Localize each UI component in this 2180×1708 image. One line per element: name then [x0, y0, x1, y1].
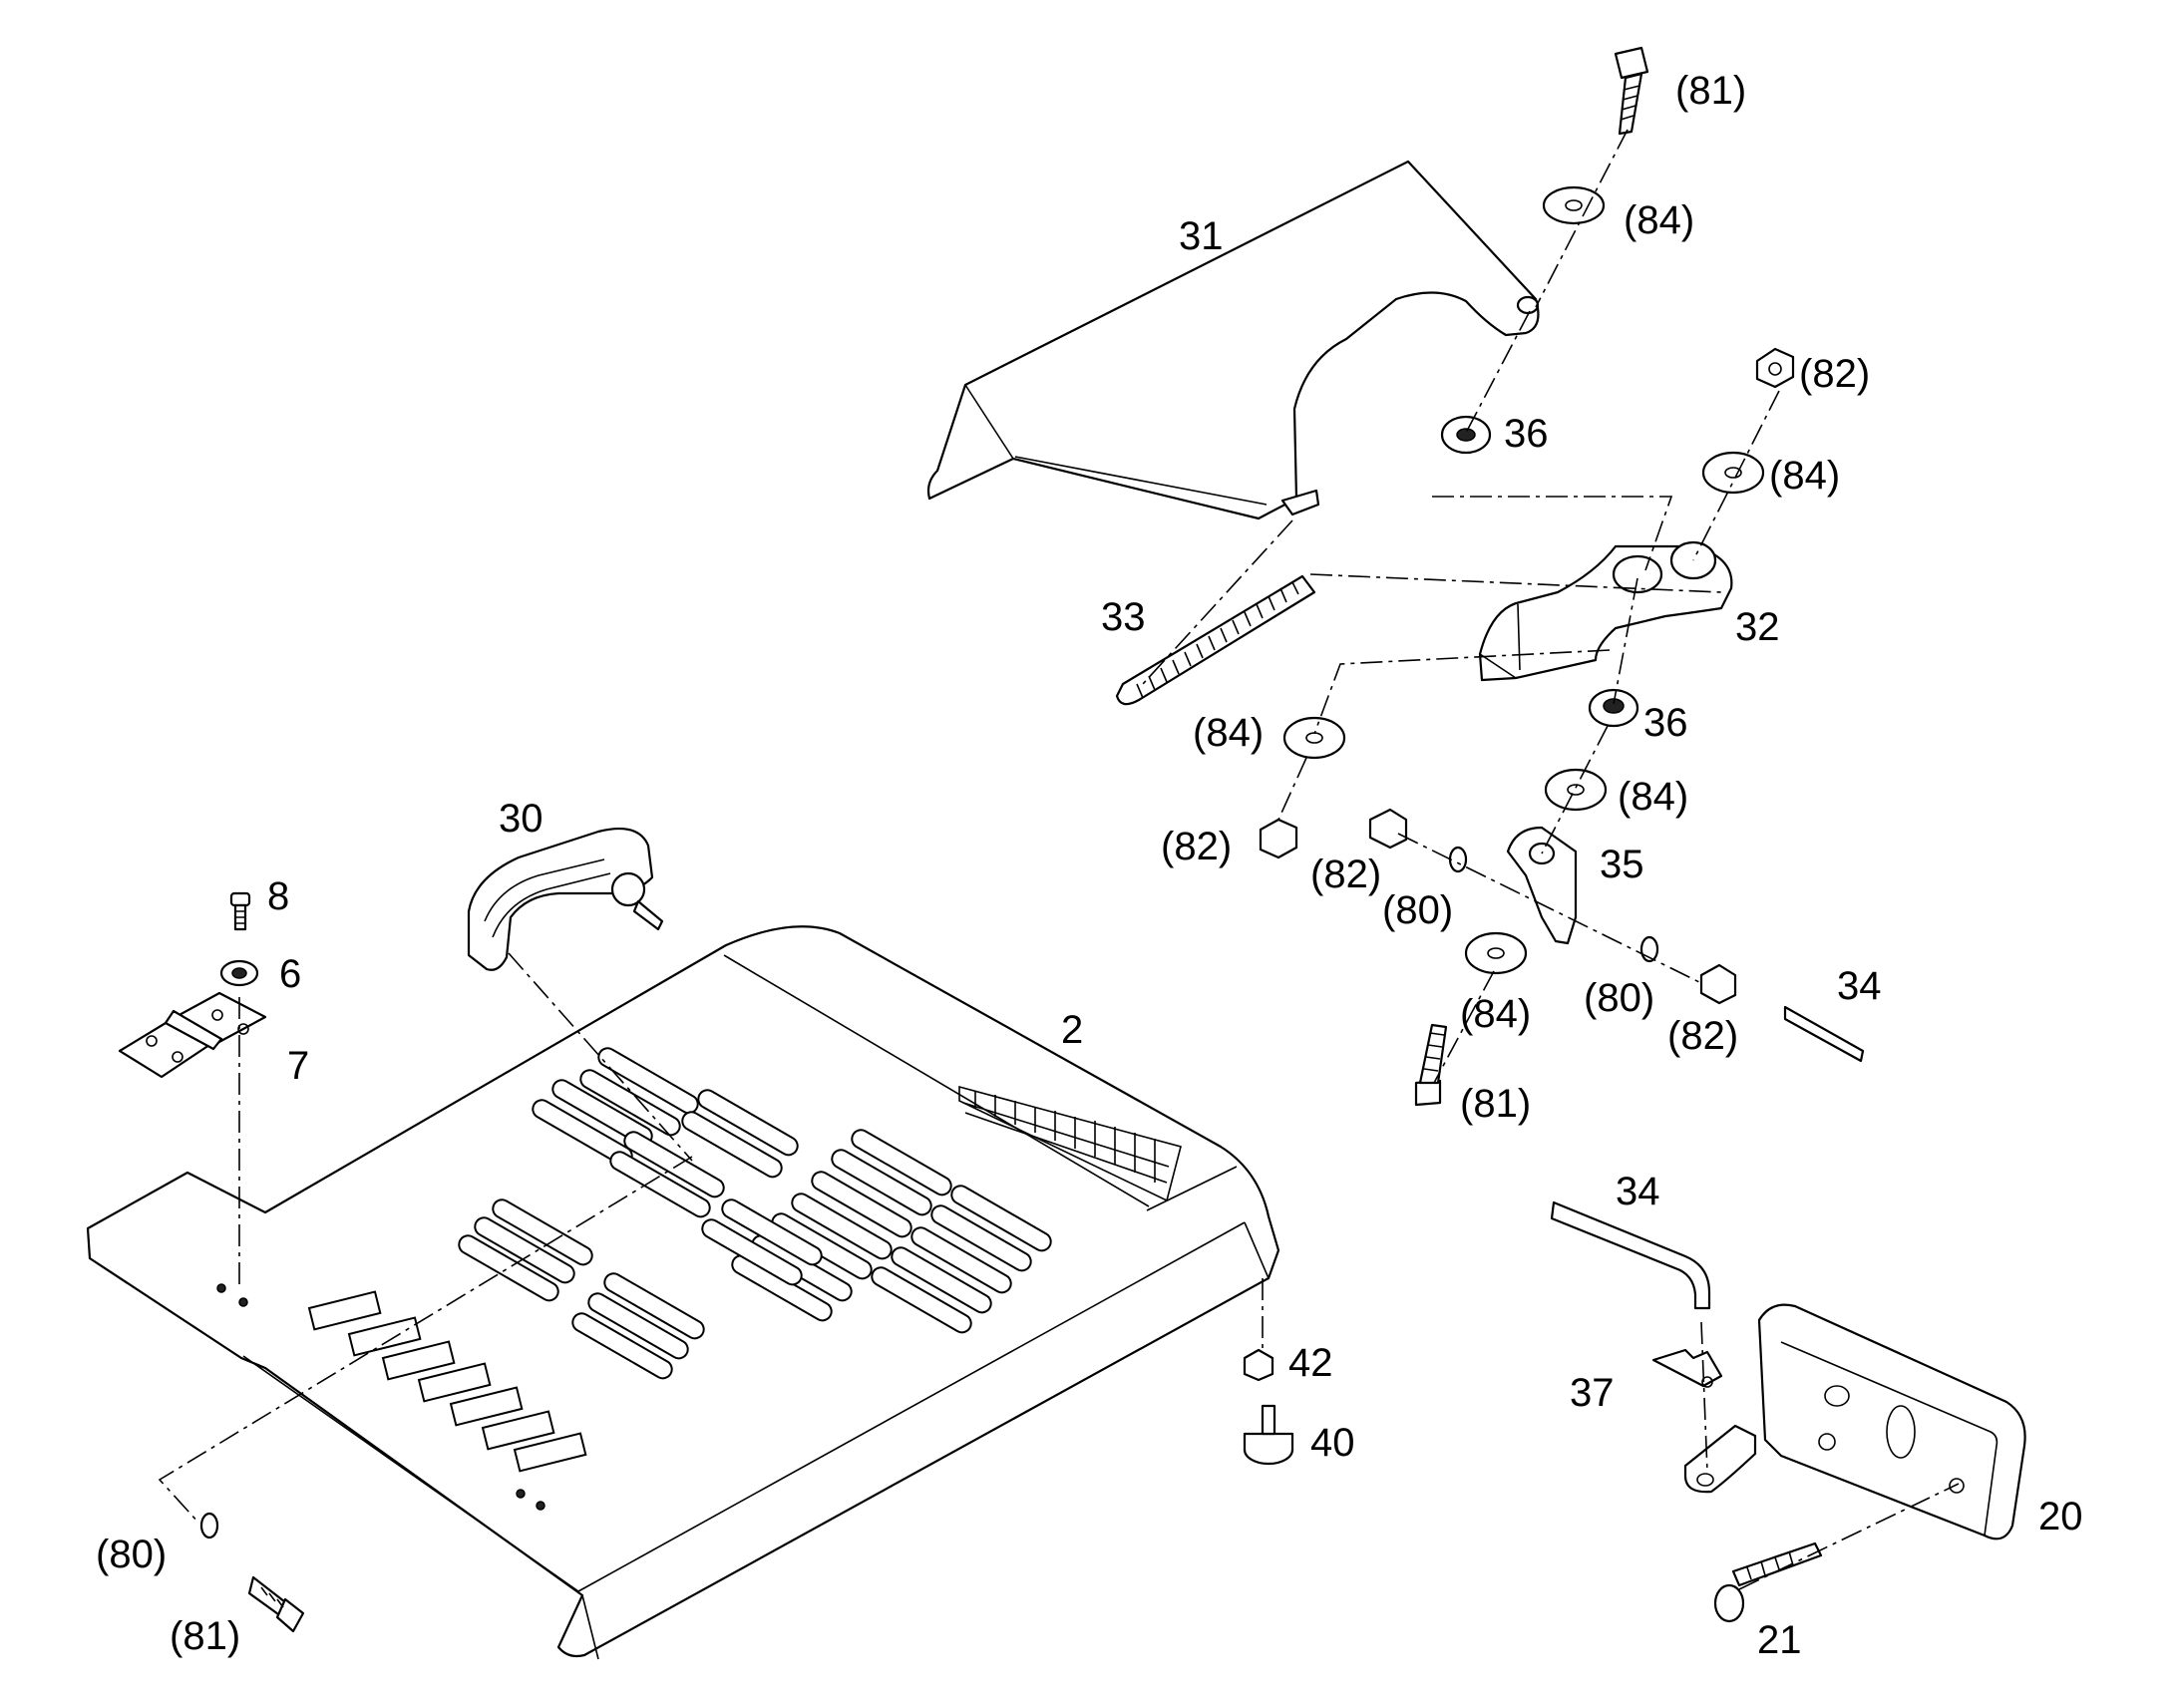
label-80-bottom-left: (80) [96, 1533, 167, 1576]
label-80-center: (80) [1382, 888, 1453, 932]
label-21: 21 [1757, 1618, 1802, 1662]
label-20: 20 [2038, 1495, 2083, 1538]
label-35: 35 [1600, 843, 1644, 886]
label-36-upper: 36 [1504, 412, 1549, 456]
label-2: 2 [1061, 1008, 1083, 1052]
label-81-top: (81) [1675, 69, 1746, 113]
label-8: 8 [267, 874, 289, 918]
part-31-bracket [926, 160, 1540, 520]
label-82-right: (82) [1667, 1014, 1738, 1058]
label-33: 33 [1101, 595, 1146, 639]
part-2-cover-plate [86, 925, 1280, 1660]
short-slots [307, 1290, 587, 1473]
leader-lines [158, 129, 1960, 1590]
label-6: 6 [279, 952, 301, 996]
label-30: 30 [499, 797, 544, 841]
vent-slots [458, 1047, 1052, 1380]
part-30-handle [467, 828, 664, 971]
part-34-rod [1550, 1005, 1865, 1310]
callout-labels: (81) (84) 31 (82) 36 (84) 33 32 (84) 36 … [96, 69, 2083, 1662]
label-84-top: (84) [1624, 198, 1694, 242]
washers [1282, 185, 1765, 975]
label-32: 32 [1735, 605, 1780, 649]
label-82-center: (82) [1310, 853, 1381, 896]
label-7: 7 [287, 1044, 309, 1088]
part-33-spring [1115, 574, 1316, 706]
label-84-upper-right: (84) [1769, 454, 1840, 498]
label-37: 37 [1570, 1371, 1615, 1415]
label-31: 31 [1179, 214, 1224, 258]
label-81-bottom-left: (81) [170, 1614, 240, 1658]
nuts [1243, 347, 1795, 1382]
label-82-left: (82) [1161, 825, 1232, 868]
front-grille [958, 1085, 1182, 1202]
label-36-lower: 36 [1643, 701, 1688, 745]
part-6-washer [219, 959, 259, 987]
label-80-right: (80) [1584, 976, 1654, 1020]
label-40: 40 [1310, 1421, 1355, 1465]
part-32-lever [1478, 540, 1733, 682]
label-84-mid-right: (84) [1618, 775, 1688, 819]
part-35-bracket [1506, 826, 1578, 945]
label-34-lower: 34 [1616, 1170, 1660, 1213]
label-84-lower: (84) [1460, 992, 1531, 1036]
part-8-screw [229, 891, 251, 931]
label-42: 42 [1288, 1341, 1333, 1385]
label-81-middle: (81) [1460, 1082, 1531, 1126]
label-34-right: 34 [1837, 964, 1882, 1008]
label-84-mid-left: (84) [1193, 711, 1264, 755]
label-82-upper: (82) [1799, 352, 1870, 396]
part-37-clip [1651, 1348, 1723, 1388]
bolts [247, 46, 1823, 1633]
part-7-hinge [118, 991, 267, 1079]
part-20-lock-block [1683, 1303, 2026, 1540]
e-clips [199, 846, 1659, 1539]
